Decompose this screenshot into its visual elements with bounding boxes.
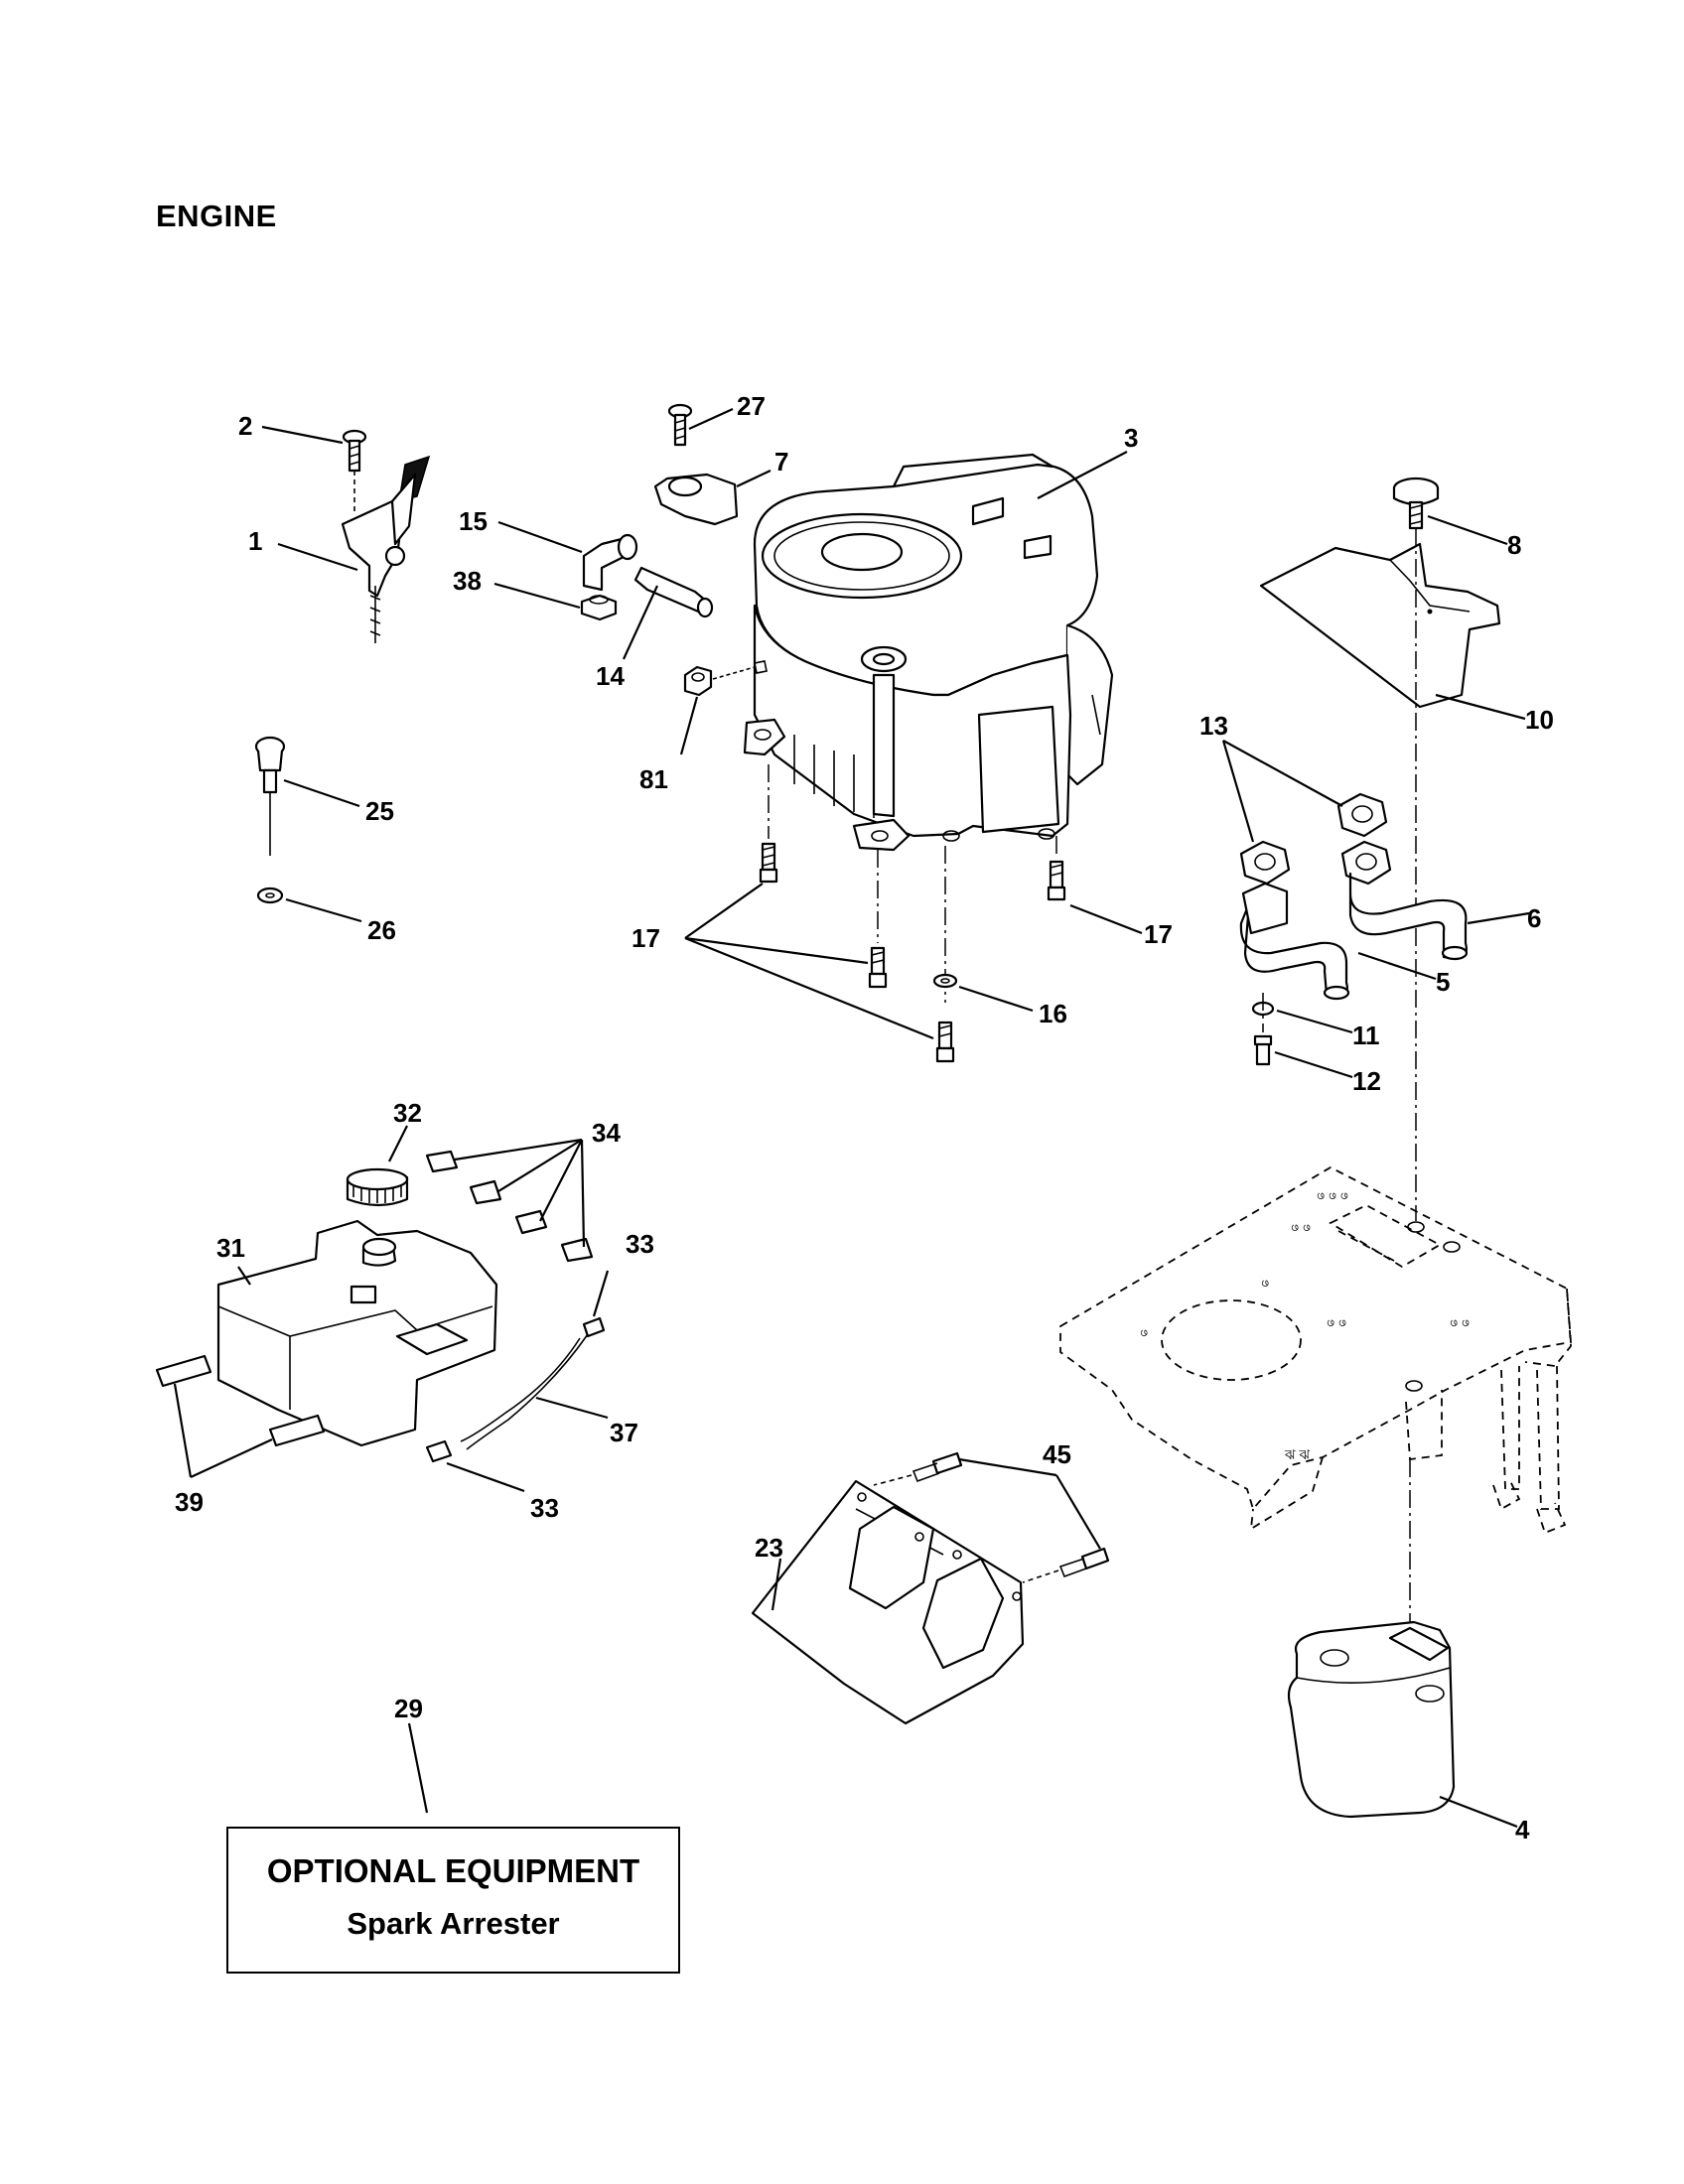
throttle-control-part <box>277 455 431 643</box>
callout-7: 7 <box>774 447 788 477</box>
choke-knob-part <box>254 736 360 856</box>
callout-1: 1 <box>248 526 262 556</box>
callout-31: 31 <box>216 1233 245 1263</box>
svg-text:ဖ ဖ: ဖ ဖ <box>1291 1218 1311 1234</box>
callout-26: 26 <box>367 915 396 945</box>
spark-arrester-kit-part <box>155 1125 610 1493</box>
callout-8: 8 <box>1507 530 1521 560</box>
svg-text:ঝ ঝ: ঝ ঝ <box>1284 1446 1310 1462</box>
engine-part-3 <box>743 451 1128 852</box>
callout-10: 10 <box>1525 705 1554 735</box>
svg-text:ဖ: ဖ <box>1140 1323 1148 1339</box>
callout-29: 29 <box>394 1694 423 1723</box>
muffler-part <box>1287 1459 1518 1829</box>
callout-12: 12 <box>1352 1066 1381 1096</box>
spark-arrester-label: Spark Arrester <box>347 1906 560 1941</box>
callout-23: 23 <box>755 1533 783 1563</box>
callout-14: 14 <box>596 661 625 691</box>
screw-part-2 <box>261 425 367 511</box>
callout-27: 27 <box>737 391 766 421</box>
callout-4: 4 <box>1515 1815 1530 1844</box>
engine-mount-bolts-part <box>684 764 1143 1063</box>
fitting-part-81 <box>679 660 768 755</box>
callout-39: 39 <box>175 1487 204 1517</box>
optional-equipment-box: OPTIONAL EQUIPMENT Spark Arrester <box>226 1827 680 1974</box>
callout-38: 38 <box>453 566 482 596</box>
svg-text:ဖ ဖ: ဖ ဖ <box>1327 1313 1346 1329</box>
callout-37: 37 <box>610 1418 638 1447</box>
svg-text:ဖ ဖ: ဖ ဖ <box>1450 1313 1470 1329</box>
callout-13: 13 <box>1199 711 1228 741</box>
callout-5: 5 <box>1436 967 1450 997</box>
callout-81: 81 <box>639 764 668 794</box>
heat-shield-part <box>1259 477 1526 1221</box>
svg-text:ဖ: ဖ <box>1261 1274 1269 1290</box>
callout-45: 45 <box>1043 1439 1071 1469</box>
breather-fittings-part <box>493 520 714 660</box>
callout-17b: 17 <box>1144 919 1173 949</box>
svg-text:ဖ ဖ ဖ: ဖ ဖ ဖ <box>1317 1186 1348 1202</box>
callout-6: 6 <box>1527 903 1541 933</box>
callout-16: 16 <box>1039 999 1067 1028</box>
callout-34: 34 <box>592 1118 621 1148</box>
callout-15: 15 <box>459 506 488 536</box>
washer-part-26 <box>256 887 362 923</box>
exhaust-pipes-part <box>1221 740 1530 1079</box>
callout-32: 32 <box>393 1098 422 1128</box>
callout-33a: 33 <box>626 1229 654 1259</box>
callout-25: 25 <box>365 796 394 826</box>
callout-17a: 17 <box>632 923 660 953</box>
callout-3: 3 <box>1124 423 1138 453</box>
engine-shield-part <box>751 1451 1110 1725</box>
clamp-and-screw-part <box>653 403 772 526</box>
chassis-frame-part: ဖ ဖ ဖ ဖ ဖ ဖ ဖ ဖ ဖ ဖ ဖ ঝ ঝ <box>1059 1165 1572 1535</box>
callout-33b: 33 <box>530 1493 559 1523</box>
callout-11: 11 <box>1352 1021 1380 1050</box>
callout-2: 2 <box>238 411 252 441</box>
page-title: ENGINE <box>156 199 277 233</box>
optional-equipment-title: OPTIONAL EQUIPMENT <box>266 1852 640 1889</box>
callout-labels: 1 2 3 4 5 6 7 8 10 11 12 13 14 15 16 17 … <box>175 391 1554 1844</box>
